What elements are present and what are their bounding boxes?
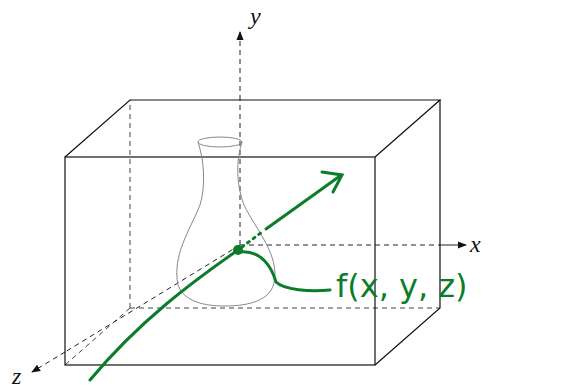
vase: [177, 137, 275, 306]
bounding-box: [65, 100, 440, 365]
function-label: f(x, y, z): [336, 270, 468, 302]
viewing-ray: [90, 172, 342, 380]
hidden-edges: [65, 100, 440, 365]
axes: [32, 32, 466, 372]
axis-label: x: [470, 232, 481, 256]
axis-label: z: [12, 364, 21, 388]
axis-label: y: [250, 4, 261, 28]
